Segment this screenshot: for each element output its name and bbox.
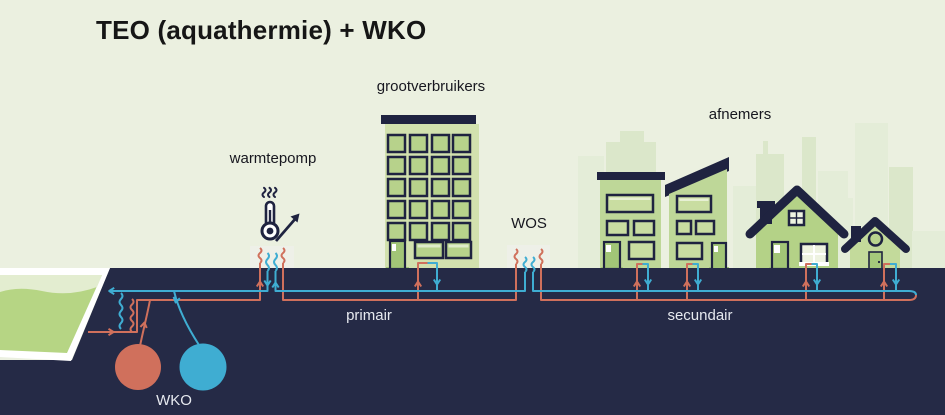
up-right-arrow-icon bbox=[274, 213, 300, 242]
cold-well-circle bbox=[179, 343, 227, 391]
apartment-tower-grootverbruikers bbox=[381, 115, 479, 272]
house-small bbox=[841, 217, 910, 272]
warm-well-circle bbox=[115, 344, 161, 390]
apartment-building-slanted-roof bbox=[665, 157, 729, 272]
teo-warm-exchanger-coil bbox=[129, 298, 135, 333]
heat-pump-icon bbox=[260, 186, 300, 242]
label-wko: WKO bbox=[156, 392, 192, 409]
surface-water-body bbox=[0, 268, 110, 361]
tower-window-grid bbox=[386, 133, 472, 242]
cold-flow-arrows bbox=[108, 278, 901, 304]
house-large bbox=[745, 185, 849, 272]
diagram-title: TEO (aquathermie) + WKO bbox=[96, 15, 427, 45]
thermometer-icon bbox=[260, 200, 280, 241]
water-surface-highlight bbox=[0, 275, 102, 294]
building1-roof bbox=[597, 172, 665, 180]
building2-roof bbox=[665, 157, 729, 197]
apartment-building-flat-roof bbox=[597, 172, 665, 272]
house2-roof bbox=[841, 217, 910, 253]
house2-round-window bbox=[867, 231, 884, 247]
label-afnemers: afnemers bbox=[708, 106, 772, 123]
label-grootverbruikers: grootverbruikers bbox=[376, 78, 486, 95]
label-secundair: secundair bbox=[667, 307, 733, 324]
label-warmtepomp: warmtepomp bbox=[229, 150, 317, 167]
teo-cold-exchanger-coil bbox=[118, 292, 124, 330]
ground bbox=[0, 268, 945, 415]
wos-exchanger-box bbox=[507, 245, 550, 272]
steam-icon bbox=[261, 186, 278, 198]
cold-well-pipe bbox=[173, 290, 200, 346]
house1-roof bbox=[745, 185, 849, 239]
house1-chimney-cap bbox=[757, 201, 775, 208]
tower-roof bbox=[381, 115, 476, 124]
warm-flow-arrows bbox=[107, 280, 889, 337]
label-primair: primair bbox=[346, 307, 392, 324]
cold-pipe-network bbox=[108, 252, 917, 346]
label-wos: WOS bbox=[511, 215, 547, 232]
warm-pipe-network bbox=[88, 247, 917, 347]
heat-pump-exchanger-box bbox=[250, 246, 294, 271]
